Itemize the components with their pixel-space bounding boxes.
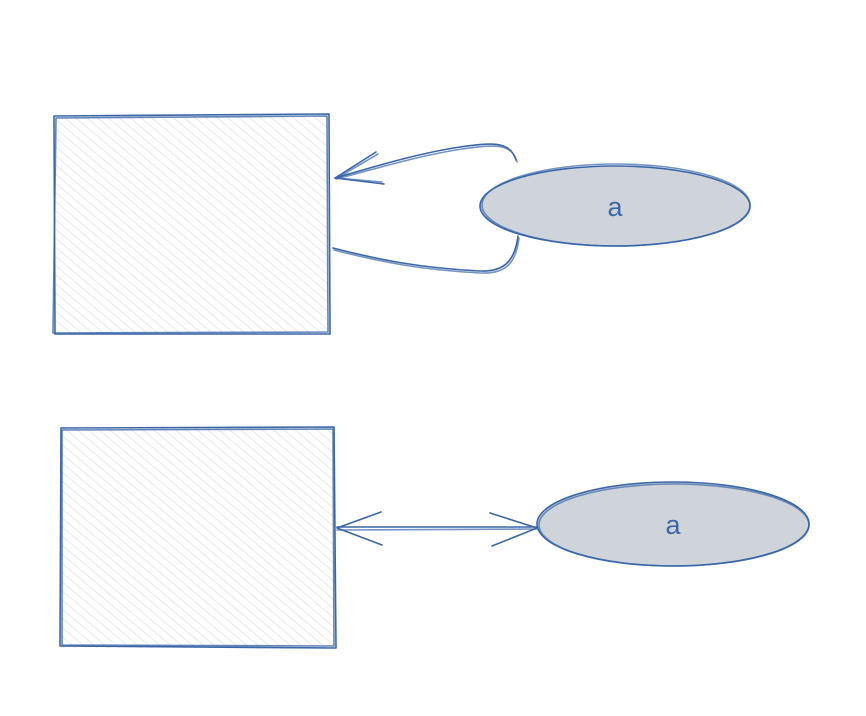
top-ellipse-label: a: [607, 192, 623, 222]
top-rectangle: [52, 113, 331, 335]
bottom-ellipse-label: a: [665, 510, 681, 540]
arrowhead-left-icon: [336, 511, 383, 546]
bottom-double-arrow: [336, 511, 538, 547]
arrowhead-icon: [334, 151, 385, 185]
top-ellipse-node: a: [479, 163, 751, 247]
top-loop-arrow: [332, 143, 520, 274]
bottom-rectangle: [59, 426, 337, 649]
bottom-ellipse-node: a: [536, 481, 810, 567]
